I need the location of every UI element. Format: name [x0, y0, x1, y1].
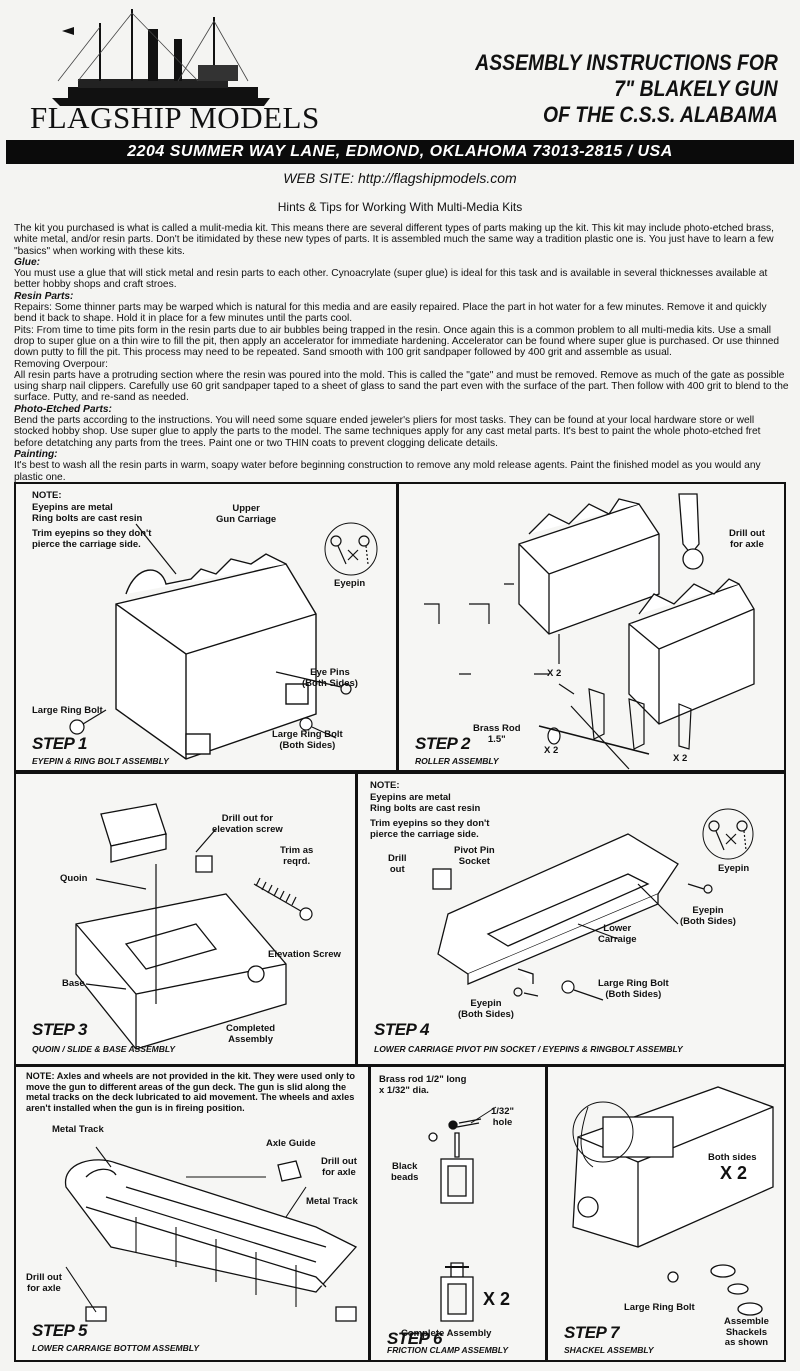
- glue-heading: Glue:: [14, 256, 41, 268]
- brand-name: FLAGSHIP MODELS: [30, 100, 320, 135]
- step-7-diagram: [572, 1086, 774, 1316]
- note-line: pierce the carriage side.: [32, 539, 141, 550]
- eyepin-label: Eyepin: [334, 578, 366, 589]
- step-6-panel: Brass rod 1/2" long x 1/32" dia. 1/32" h…: [369, 1065, 547, 1362]
- large-ring-bolt-label: Large Ring Bolt: [32, 705, 103, 716]
- note-line: Ring bolts are cast resin: [370, 803, 481, 814]
- note-label: NOTE:: [32, 490, 62, 501]
- step-3-panel: Drill out for elevation screw Trim as re…: [14, 772, 357, 1066]
- step-1-diagram: [69, 522, 378, 760]
- step-4-note: NOTE: Eyepins are metal Ring bolts are c…: [370, 780, 540, 841]
- photo-etched-paragraph: Bend the parts according to the instruct…: [14, 415, 761, 449]
- painting-heading: Painting:: [14, 448, 58, 460]
- quoin-label: Quoin: [60, 873, 88, 884]
- glue-paragraph: You must use a glue that will stick meta…: [14, 268, 768, 291]
- photo-etched-heading: Photo-Etched Parts:: [14, 403, 112, 415]
- resin-heading: Resin Parts:: [14, 290, 74, 302]
- ship-logo: [52, 9, 270, 106]
- step-4-title: STEP 4: [374, 1020, 429, 1039]
- title-line-2: 7" BLAKELY GUN: [614, 76, 778, 101]
- drill-axle-label: Drill out for axle: [729, 528, 765, 550]
- pits-paragraph: Pits: From time to time pits form in the…: [14, 324, 780, 359]
- note-label: NOTE:: [370, 780, 400, 791]
- step-3-diagram: [75, 803, 313, 1050]
- step-4-diagram: [432, 808, 754, 1001]
- overpour-paragraph: All resin parts have a protruding sectio…: [14, 369, 789, 404]
- step-7-title: STEP 7: [564, 1323, 619, 1342]
- eye-pins-label: Eye Pins (Both Sides): [302, 667, 358, 689]
- overpour-heading: Removing Overpour:: [14, 358, 108, 370]
- step-1-note: NOTE: Eyepins are metal Ring bolts are c…: [32, 490, 202, 551]
- axle-guide-label: Axle Guide: [266, 1138, 316, 1149]
- step-3-subtitle: QUOIN / SLIDE & BASE ASSEMBLY: [32, 1044, 176, 1054]
- step-5-subtitle: LOWER CARRAIGE BOTTOM ASSEMBLY: [32, 1343, 200, 1353]
- note-line: Eyepins are metal: [370, 791, 451, 803]
- painting-paragraph: It's best to wash all the resin parts in…: [14, 460, 761, 483]
- address-bar: 2204 SUMMER WAY LANE, EDMOND, OKLAHOMA 7…: [6, 140, 794, 164]
- brass-rod-label: Brass rod 1/2" long x 1/32" dia.: [379, 1074, 467, 1096]
- step-7-subtitle: SHACKEL ASSEMBLY: [564, 1345, 654, 1355]
- eyepin-label: Eyepin: [718, 863, 750, 874]
- metal-track-right-label: Metal Track: [306, 1196, 358, 1207]
- drill-axle-right-label: Drill out for axle: [321, 1156, 357, 1178]
- hints-title: Hints & Tips for Working With Multi-Medi…: [277, 200, 523, 214]
- step-2-diagram: [424, 493, 755, 770]
- step-1-panel: NOTE: Eyepins are metal Ring bolts are c…: [14, 482, 398, 772]
- metal-track-label: Metal Track: [52, 1124, 104, 1135]
- website-link[interactable]: WEB SITE: http://flagshipmodels.com: [283, 170, 517, 186]
- x2-label: X 2: [483, 1289, 511, 1309]
- trim-label: Trim as reqrd.: [280, 845, 314, 867]
- note-line: Eyepins are metal: [32, 501, 113, 513]
- complete-assembly-label: Complete Assembly: [401, 1328, 492, 1339]
- brass-rod-label: Brass Rod 1.5": [473, 723, 521, 745]
- ring-bolt-label: Large Ring Bolt (Both Sides): [598, 978, 669, 1000]
- step-1-subtitle: EYEPIN & RING BOLT ASSEMBLY: [32, 756, 169, 766]
- pivot-socket-label: Pivot Pin Socket: [454, 845, 495, 867]
- title-line-3: OF THE C.S.S. ALABAMA: [543, 102, 778, 127]
- step-5-panel: NOTE: Axles and wheels are not provided …: [14, 1065, 370, 1362]
- eyepin-both-label: Eyepin (Both Sides): [680, 905, 736, 927]
- intro-paragraph: The kit you purchased is what is called …: [14, 223, 774, 257]
- large-ring-bolt-label: Large Ring Bolt: [624, 1302, 695, 1313]
- note-line: pierce the carriage side.: [370, 829, 479, 840]
- step-3-title: STEP 3: [32, 1020, 87, 1039]
- step-5-note: NOTE: Axles and wheels are not provided …: [26, 1071, 355, 1113]
- assemble-shackels-label: Assemble Shackels as shown: [724, 1316, 769, 1348]
- note-line: Trim eyepins so they don't: [32, 527, 152, 539]
- step-6-subtitle: FRICTION CLAMP ASSEMBLY: [387, 1345, 509, 1355]
- step-5-diagram: [64, 1146, 358, 1322]
- note-line: Ring bolts are cast resin: [32, 513, 143, 524]
- black-beads-label: Black beads: [391, 1161, 419, 1183]
- ring-bolt-both-label: Large Ring Bolt (Both Sides): [272, 729, 343, 751]
- step-6-title: STEP 6: [387, 1329, 442, 1348]
- drill-elevation-label: Drill out for elevation screw: [212, 813, 283, 835]
- step-5-title: STEP 5: [32, 1321, 87, 1340]
- note-line: Trim eyepins so they don't: [370, 817, 490, 829]
- eyepin-both-label-2: Eyepin (Both Sides): [458, 998, 514, 1020]
- x2-label-b: X 2: [544, 745, 559, 756]
- x2-label-a: X 2: [547, 668, 562, 679]
- x2-label: X 2: [720, 1163, 748, 1183]
- elevation-screw-label: Elevation Screw: [268, 949, 341, 960]
- drill-out-label: Drill out: [388, 853, 407, 875]
- step-2-panel: Drill out for axle Brass Rod 1.5" X 2 X …: [397, 482, 786, 772]
- upper-carriage-label: Upper Gun Carriage: [216, 503, 277, 525]
- x2-label-c: X 2: [673, 753, 688, 764]
- step-4-subtitle: LOWER CARRIAGE PIVOT PIN SOCKET / EYEPIN…: [374, 1044, 683, 1054]
- hole-label: 1/32" hole: [491, 1106, 514, 1128]
- completed-assembly-label: Completed Assembly: [226, 1023, 276, 1045]
- step-2-subtitle: ROLLER ASSEMBLY: [415, 756, 499, 766]
- hints-body: The kit you purchased is what is called …: [14, 223, 792, 483]
- step-4-panel: NOTE: Eyepins are metal Ring bolts are c…: [356, 772, 786, 1066]
- repairs-paragraph: Repairs: Some thinner parts may be warpe…: [14, 302, 767, 325]
- both-sides-label: Both sides: [708, 1152, 757, 1163]
- lower-carriage-label: Lower Carraige: [598, 923, 637, 945]
- step-7-panel: Both sides X 2 Large Ring Bolt Assemble …: [546, 1065, 786, 1362]
- step-1-title: STEP 1: [32, 734, 87, 753]
- drill-axle-left-label: Drill out for axle: [26, 1272, 62, 1294]
- step-6-diagram: [428, 1106, 497, 1322]
- title-line-1: ASSEMBLY INSTRUCTIONS FOR: [475, 50, 778, 75]
- base-label: Base: [62, 978, 85, 989]
- step-2-title: STEP 2: [415, 734, 470, 753]
